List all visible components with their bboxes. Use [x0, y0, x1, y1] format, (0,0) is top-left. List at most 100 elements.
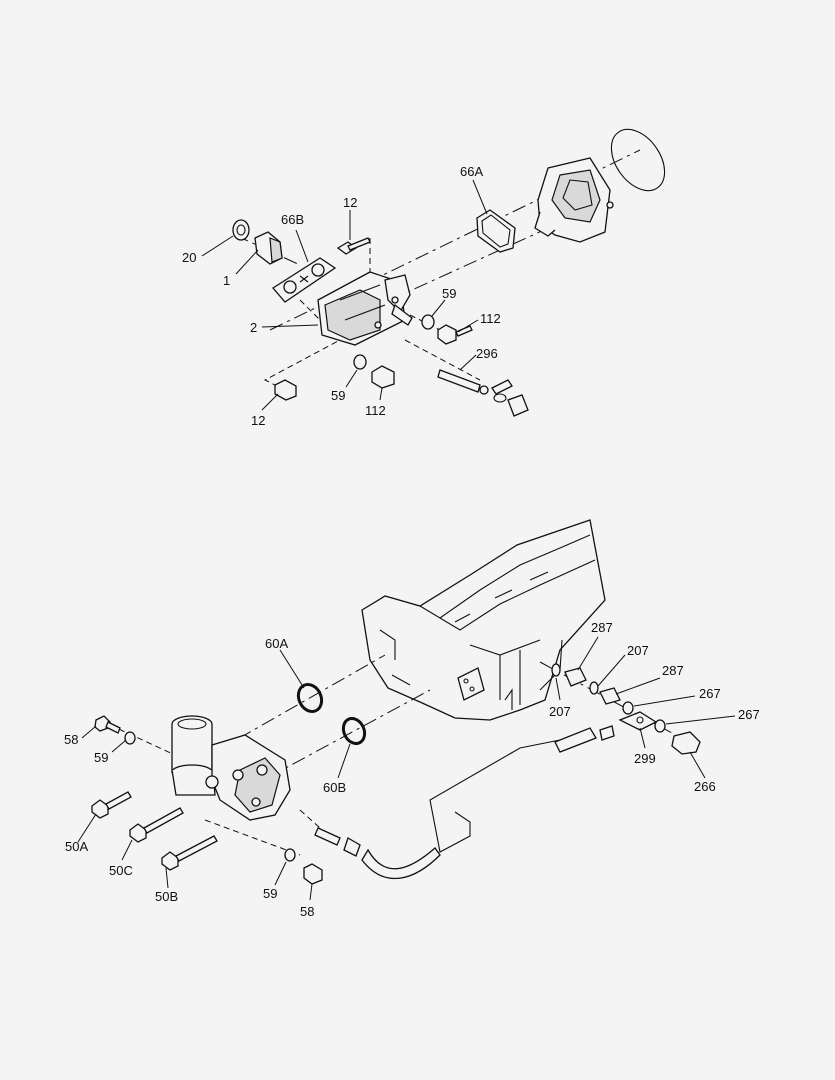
callout-59-mid: 59 [331, 388, 345, 403]
callout-58-bottom: 58 [300, 904, 314, 919]
lower-axis-line-4 [109, 724, 176, 756]
sender-and-hose [314, 725, 615, 880]
callout-60b: 60B [323, 780, 346, 795]
leader-60b [337, 743, 351, 779]
leader-59-left [111, 739, 127, 753]
callout-112-right: 112 [480, 311, 501, 326]
callout-66a: 66A [460, 164, 483, 179]
gasket-66b [272, 257, 337, 303]
leader-20 [201, 235, 234, 257]
callout-59-bottom: 59 [263, 886, 277, 901]
callout-66b: 66B [281, 212, 304, 227]
fitting-287-upper [564, 667, 587, 687]
callout-287-upper: 287 [591, 620, 613, 635]
bolt-50a [91, 791, 132, 819]
lower-axis-line-7 [429, 739, 561, 853]
leader-287-upper [577, 636, 599, 671]
callout-296: 296 [476, 346, 498, 361]
leader-60a [279, 649, 305, 689]
callout-266: 266 [694, 779, 716, 794]
washer-207-upper [589, 681, 599, 695]
o-ring-large [610, 128, 666, 192]
callout-287-lower: 287 [662, 663, 684, 678]
leader-2 [261, 324, 319, 328]
leader-66a [472, 179, 488, 215]
bolt-58-bottom [303, 863, 323, 885]
leader-59-mid [345, 369, 358, 388]
callout-50a: 50A [65, 839, 88, 854]
o-ring-60b [341, 716, 367, 746]
callout-12-top: 12 [343, 195, 357, 210]
leader-267-lower [665, 715, 736, 725]
washer-20 [232, 219, 250, 241]
leader-50a [77, 813, 97, 843]
washer-267-lower [654, 719, 666, 733]
bolt-50b [161, 835, 218, 871]
bolt-12-bottom [274, 379, 297, 401]
leader-112-mid [379, 387, 383, 401]
bolt-266 [671, 731, 701, 755]
leader-296 [459, 354, 477, 371]
leader-58-left [81, 725, 97, 739]
bolt-50c [129, 807, 184, 843]
part-1-sensor [254, 231, 283, 265]
callout-59-left: 59 [94, 750, 108, 765]
leader-299 [639, 727, 646, 749]
pin-296 [437, 369, 529, 417]
washer-267-upper [622, 701, 634, 715]
o-ring-60a [296, 682, 324, 714]
leader-287-lower [615, 677, 661, 695]
upper-assembly: 20 1 66B 12 66A 2 59 112 296 12 59 112 [182, 128, 666, 428]
callout-50b: 50B [155, 889, 178, 904]
bolt-112-mid [371, 365, 395, 389]
leader-266 [689, 751, 706, 779]
callout-207-lower: 207 [549, 704, 571, 719]
washer-59-bottom [284, 848, 296, 862]
outlet-housing [171, 715, 291, 821]
callout-299: 299 [634, 751, 656, 766]
leader-50c [121, 839, 133, 861]
callout-12-bottom: 12 [251, 413, 265, 428]
callout-58-left: 58 [64, 732, 78, 747]
leader-267-upper [633, 695, 696, 707]
leader-12-bottom [261, 393, 279, 411]
leader-1 [235, 249, 259, 275]
callout-1: 1 [223, 273, 230, 288]
bolt-12-top [336, 237, 371, 255]
callout-207-upper: 207 [627, 643, 649, 658]
washer-59-right [421, 314, 435, 330]
housing-flange [534, 157, 614, 243]
fitting-287-lower [599, 687, 621, 705]
callout-267-upper: 267 [699, 686, 721, 701]
leader-59-right [431, 299, 446, 317]
callout-60a: 60A [265, 636, 288, 651]
gasket-66a [476, 209, 516, 253]
callout-267-lower: 267 [738, 707, 760, 722]
part-2-body [317, 271, 413, 346]
leader-112-right [457, 319, 479, 333]
lower-axis-line-6 [299, 809, 321, 829]
leader-50b [165, 867, 169, 889]
callout-20: 20 [182, 250, 196, 265]
leader-66b [295, 229, 309, 263]
upper-axis-line-7 [409, 314, 441, 331]
leader-207-upper [597, 654, 626, 687]
bolt-58-left [94, 715, 121, 734]
leader-59-bottom [274, 861, 287, 886]
callout-2: 2 [250, 320, 257, 335]
callout-50c: 50C [109, 863, 133, 878]
washer-207-lower [551, 663, 561, 677]
leader-58-bottom [309, 883, 313, 901]
callout-112-mid: 112 [365, 403, 386, 418]
upper-axis-line-6 [404, 339, 481, 381]
lower-assembly: 60A 60B 287 207 207 287 267 267 299 266 … [64, 519, 760, 919]
washer-59-mid [353, 354, 367, 370]
lower-axis-line-5 [204, 819, 301, 856]
engine-block [361, 519, 606, 721]
leader-207-lower [555, 677, 561, 701]
banjo-299 [618, 711, 658, 731]
washer-59-left [124, 731, 136, 745]
callout-59-right: 59 [442, 286, 456, 301]
bolt-112-right [437, 324, 473, 345]
